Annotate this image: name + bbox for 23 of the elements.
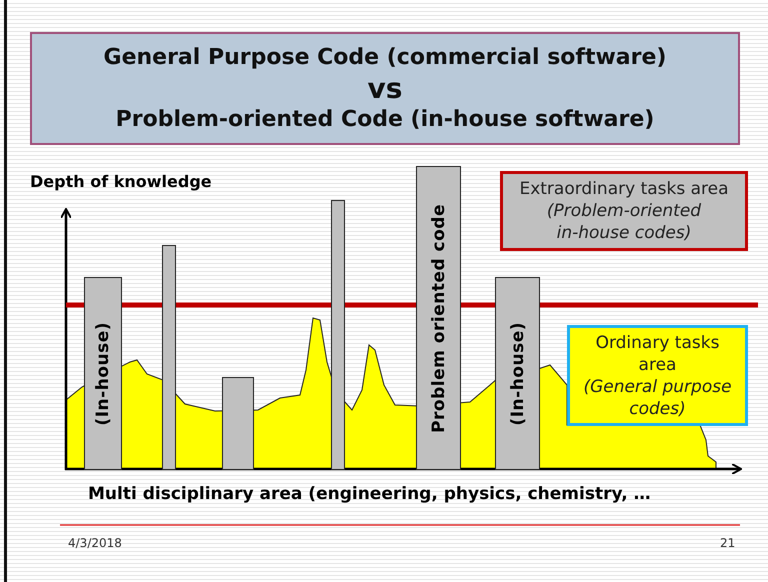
bar-label: (In-house) <box>508 322 528 426</box>
footer-date: 4/3/2018 <box>68 536 122 550</box>
bar-label: (In-house) <box>93 322 113 426</box>
page-number: 21 <box>720 536 736 550</box>
bar <box>222 377 254 470</box>
title-connector: vs <box>368 74 402 102</box>
bar <box>495 277 540 470</box>
box-note: (Problem-oriented in-house codes) <box>546 200 702 244</box>
bar <box>416 166 461 470</box>
title-box <box>30 32 740 145</box>
bar <box>84 277 122 470</box>
box-heading: Extraordinary tasks area <box>519 178 729 200</box>
title-line: General Purpose Code (commercial software) <box>104 44 666 72</box>
area-box <box>567 325 748 426</box>
bar-label: Problem oriented code <box>428 204 448 432</box>
axis-title: Depth of knowledge <box>30 172 212 191</box>
area-box <box>500 171 748 251</box>
bar <box>331 200 345 470</box>
box-heading: Ordinary tasks area <box>594 332 720 376</box>
title-line: Problem-oriented Code (in-house software) <box>116 106 654 134</box>
axis-title: Multi disciplinary area (engineering, physics, chemistry, … <box>88 484 651 504</box>
bar <box>162 245 176 470</box>
box-note: (General purpose codes) <box>582 376 733 420</box>
